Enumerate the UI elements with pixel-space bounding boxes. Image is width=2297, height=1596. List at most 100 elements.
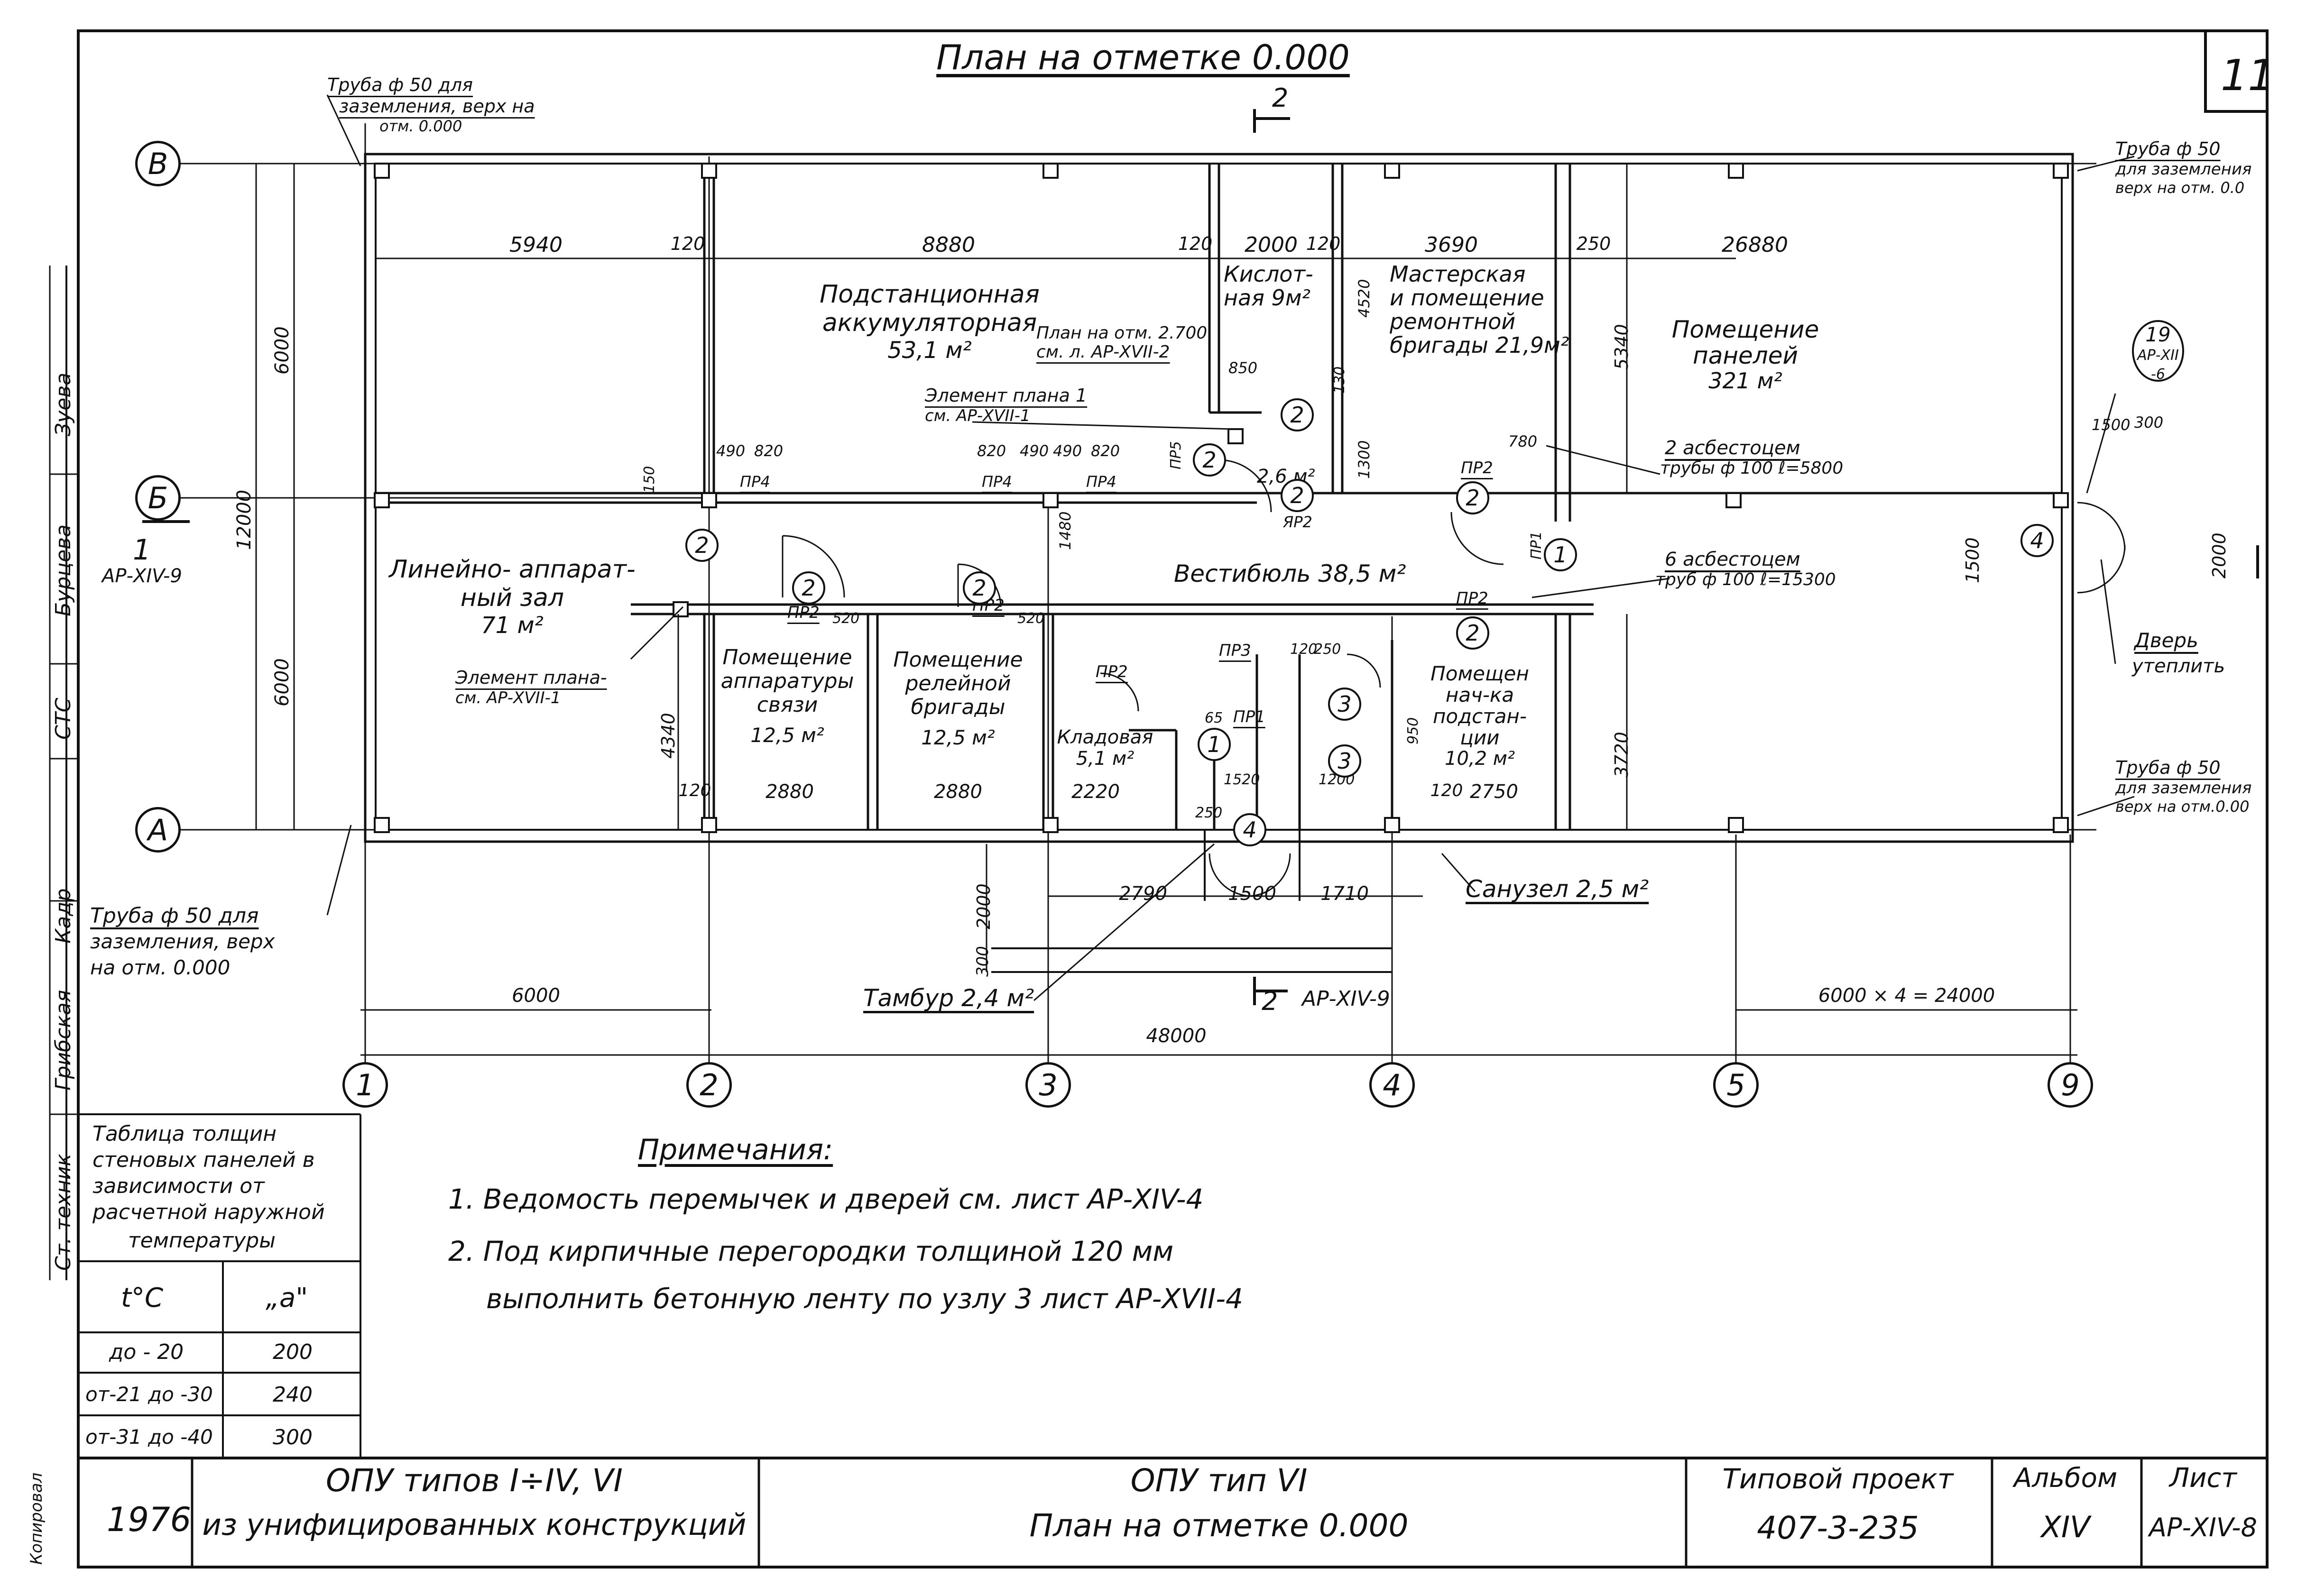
door-mark-yar2: ЯР2 — [1283, 513, 1312, 531]
dim-misc-250b: 250 — [1195, 805, 1223, 821]
room-relay-2: релейной — [905, 671, 1011, 696]
title-sheet-1: ОПУ тип VI — [1130, 1462, 1308, 1499]
dim-misc-130: 130 — [1331, 366, 1348, 394]
dim-misc-520b: 520 — [1017, 610, 1045, 627]
interior-walls — [376, 164, 2062, 830]
dim-300-v: 300 — [973, 946, 992, 977]
pipe-note-tl-3: отм. 0.000 — [379, 117, 462, 135]
door-type-3-b: 3 — [1328, 744, 1361, 778]
axis-col-9: 9 — [2048, 1062, 2093, 1108]
room-workshop-1: Мастерская — [1390, 261, 1526, 287]
room-chief-2: нач-ка — [1445, 683, 1514, 706]
pipe-note-br-3: верх на отм.0.00 — [2115, 798, 2250, 816]
room-battery-3: 53,1 м² — [887, 337, 972, 364]
sheet-number: 11 — [2221, 51, 2275, 101]
dim-120-d: 120 — [678, 781, 711, 800]
side-stamp-3: Кадр — [51, 888, 75, 944]
room-workshop-2: и помещение — [1390, 285, 1544, 311]
title-project-1: ОПУ типов I÷IV, VI — [326, 1462, 623, 1499]
dim-5940: 5940 — [509, 233, 563, 257]
dim-3690: 3690 — [1425, 233, 1478, 257]
axis-row-b: Б — [135, 475, 181, 521]
side-stamp-5: Бурцева — [51, 524, 75, 616]
room-comm-2: аппаратуры — [720, 669, 854, 693]
table-row1-temp: до - 20 — [109, 1340, 184, 1364]
room-workshop-4: бригады 21,9м² — [1390, 332, 1569, 358]
leader-lines — [326, 94, 2135, 1001]
table-row2-a: 240 — [273, 1383, 313, 1407]
dim-misc-490c: 490 — [1053, 442, 1082, 460]
room-chief-5: 10,2 м² — [1445, 748, 1515, 770]
dim-2000: 2000 — [1245, 233, 1298, 257]
dimension-lines — [255, 164, 2077, 1056]
note-3: выполнить бетонную ленту по узлу 3 лист … — [486, 1283, 1243, 1315]
pipe-note-br-1: Труба ф 50 — [2115, 757, 2221, 778]
dim-120-a: 120 — [670, 233, 705, 254]
dim-misc-820c: 820 — [1091, 442, 1120, 460]
dim-2750: 2750 — [1470, 781, 1518, 803]
dim-1500-right: 1500 — [1962, 537, 1983, 583]
door-mark-pr5: ПР5 — [1168, 441, 1184, 469]
room-tambur: Тамбур 2,4 м² — [863, 984, 1034, 1012]
table-header-temp: t°C — [121, 1283, 164, 1313]
title-year: 1976 — [107, 1500, 192, 1539]
door-type-1-b: 1 — [1198, 728, 1231, 761]
section-mark-top: 2 — [1272, 83, 1289, 113]
pipe-note-bl-3: на отм. 0.000 — [90, 956, 231, 979]
door-type-4-a: 4 — [1233, 813, 1266, 846]
axis-col-1: 1 — [342, 1062, 388, 1108]
door-mark-pr1-a: ПР1 — [1233, 707, 1265, 726]
dim-120-e: 120 — [1430, 781, 1463, 800]
table-caption-4: расчетной наружной — [92, 1200, 325, 1224]
note-1: 1. Ведомость перемычек и дверей см. лист… — [448, 1183, 1204, 1215]
dim-misc-850: 850 — [1228, 359, 1258, 377]
dim-misc-490a: 490 — [716, 442, 746, 460]
dim-misc-1500: 1500 — [2092, 416, 2131, 434]
dim-misc-820b: 820 — [977, 442, 1006, 460]
door-mark-pr2-a: ПР2 — [787, 603, 820, 622]
room-workshop-3: ремонтной — [1390, 309, 1516, 334]
pipe-note-bl-1: Труба ф 50 для — [90, 904, 259, 928]
dim-2220: 2220 — [1071, 781, 1120, 803]
pipe-note-tr-2: для заземления — [2115, 160, 2252, 179]
door-type-3-a: 3 — [1328, 688, 1361, 721]
table-row2-temp: от-21 до -30 — [85, 1383, 213, 1406]
dim-span-right: 6000 × 4 = 24000 — [1818, 985, 1995, 1007]
axis-col-4: 4 — [1369, 1062, 1415, 1108]
dim-12000: 12000 — [233, 489, 255, 550]
pipe-note-tl-1: Труба ф 50 для — [327, 74, 473, 95]
room-relay-4: 12,5 м² — [921, 726, 995, 749]
door-type-2-d: 2 — [1456, 481, 1489, 514]
dim-misc-950: 950 — [1405, 717, 1421, 744]
door-type-2-c: 2 — [1281, 479, 1314, 512]
dim-1500: 1500 — [1228, 883, 1276, 905]
room-panels-2: панелей — [1693, 342, 1798, 369]
callout-pipes6-2: труб ф 100 ℓ=15300 — [1655, 570, 1836, 589]
dim-6000-upper: 6000 — [271, 326, 293, 375]
room-storage-1: Кладовая — [1057, 726, 1153, 748]
dim-250: 250 — [1576, 233, 1611, 254]
table-row3-temp: от-31 до -40 — [85, 1425, 213, 1449]
door-mark-pr2-d: ПР2 — [1456, 589, 1488, 608]
axis-col-3: 3 — [1025, 1062, 1071, 1108]
dim-120-b: 120 — [1178, 233, 1213, 254]
room-comm-4: 12,5 м² — [750, 724, 824, 747]
dim-4340: 4340 — [658, 713, 679, 759]
axis-col-2: 2 — [686, 1062, 732, 1108]
dim-misc-65: 65 — [1205, 710, 1223, 726]
callout-plan270-2: см. л. АР-XVII-2 — [1036, 342, 1170, 362]
table-caption-1: Таблица толщин — [92, 1122, 277, 1146]
room-chief-1: Помещен — [1430, 662, 1529, 685]
dim-misc-780: 780 — [1508, 432, 1538, 450]
title-album-label: Альбом — [2013, 1463, 2118, 1494]
axis-row-v: В — [135, 141, 181, 186]
sheet-frame — [77, 29, 2269, 1568]
dim-overall: 48000 — [1146, 1025, 1207, 1047]
callout-pipes6-1: 6 асбестоцем — [1665, 549, 1800, 570]
dim-misc-1480: 1480 — [1056, 511, 1074, 550]
pipe-note-bl-2: заземления, верх — [90, 930, 275, 953]
callout-pipes2-1: 2 асбестоцем — [1665, 437, 1800, 459]
notes-heading: Примечания: — [638, 1133, 833, 1166]
axis-lines — [171, 123, 2096, 1062]
